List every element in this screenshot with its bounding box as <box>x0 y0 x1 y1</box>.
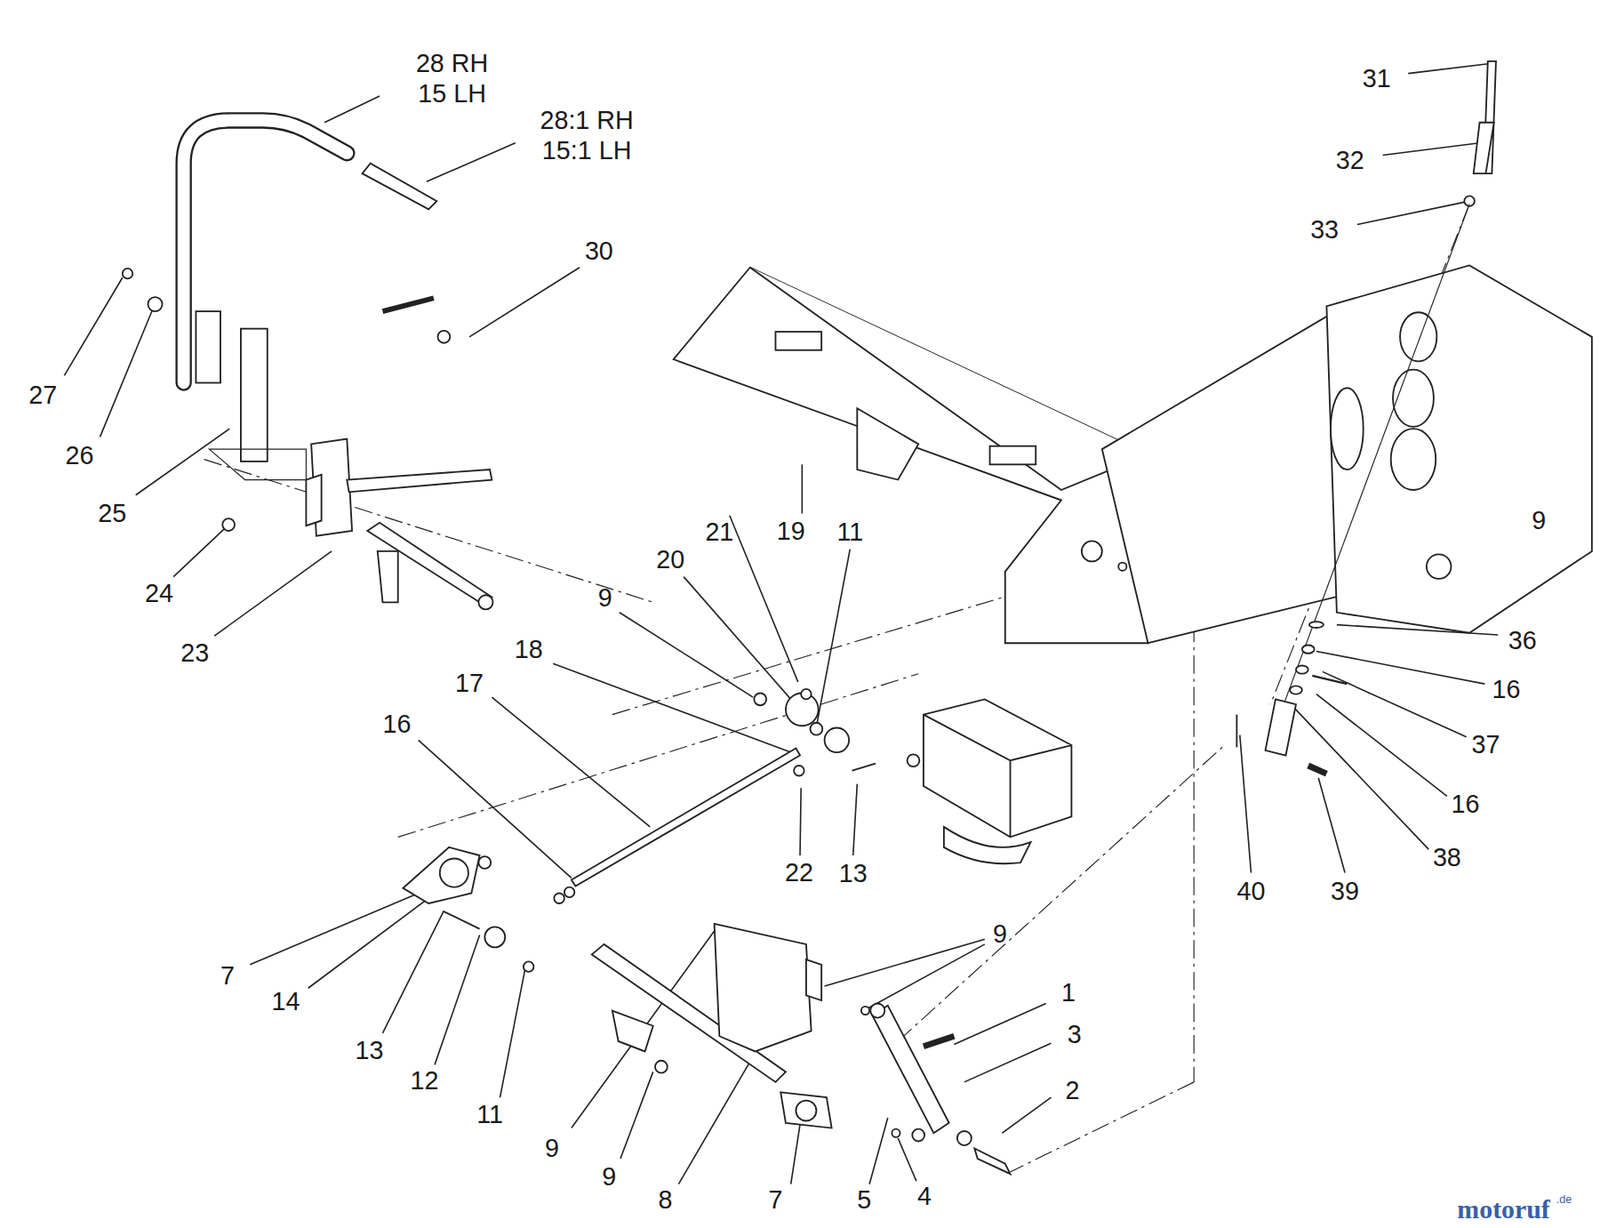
callout-number: 9 <box>598 584 613 611</box>
callout-number: 20 <box>656 546 685 573</box>
callout-number: 14 <box>271 988 300 1015</box>
callout-number: 1 <box>1061 979 1076 1006</box>
callout-number: 3 <box>1067 1021 1082 1048</box>
callout-number: 16 <box>383 711 412 737</box>
callout-number: 19 <box>776 518 806 544</box>
callout-number: 15:1 LH <box>542 136 632 163</box>
callout-number: 9 <box>1531 507 1546 534</box>
adjuster-rod <box>1236 61 1496 774</box>
callout-number: 25 <box>97 500 127 527</box>
callout-number: 33 <box>1310 216 1339 243</box>
callout-number: 2 <box>1065 1077 1080 1104</box>
linkage-parts <box>553 688 876 904</box>
lower-bar <box>402 847 832 1128</box>
callout-number: 37 <box>1472 731 1501 758</box>
callout-number: 28 RH <box>416 50 488 77</box>
callout-number: 26 <box>65 442 95 469</box>
callout-number: 15 LH <box>417 80 487 107</box>
callout-number: 31 <box>1362 65 1392 92</box>
callout-number: 27 <box>28 382 57 408</box>
callout-number: 12 <box>410 1067 440 1094</box>
callout-number: 24 <box>144 580 174 607</box>
frame <box>673 264 1592 643</box>
callout-number: 30 <box>584 238 614 264</box>
callout-number: 23 <box>180 640 209 666</box>
callout-number: 39 <box>1330 878 1360 904</box>
control-handle <box>122 120 438 480</box>
callout-number: 22 <box>784 859 814 886</box>
callout-number: 40 <box>1236 878 1265 904</box>
callout-number: 38 <box>1432 844 1462 871</box>
callout-number: 13 <box>355 1037 384 1064</box>
callout-number: 28:1 RH <box>539 107 633 134</box>
callout-number: 36 <box>1508 626 1537 653</box>
callout-number: 4 <box>917 1183 932 1209</box>
callout-number: 9 <box>544 1135 560 1161</box>
callout-number: 17 <box>455 670 484 696</box>
lever-assembly <box>222 297 493 609</box>
callout-number: 5 <box>856 1186 872 1213</box>
assembly-lines <box>204 204 1471 1172</box>
callout-number: 18 <box>514 636 544 663</box>
callout-number: 16 <box>1491 676 1520 703</box>
leader-lines <box>64 63 1520 1184</box>
watermark: .de <box>1556 1193 1573 1206</box>
watermark: motoruf <box>1456 1195 1550 1223</box>
callout-number: 9 <box>601 1163 616 1190</box>
callout-number: 7 <box>768 1186 783 1213</box>
callout-number: 8 <box>658 1186 673 1213</box>
callout-number: 11 <box>476 1101 504 1128</box>
control-module <box>907 698 1072 864</box>
damper <box>861 1002 1011 1174</box>
callout-number: 11 <box>836 519 864 545</box>
callout-number: 9 <box>992 920 1008 947</box>
callout-number: 21 <box>704 519 734 545</box>
callout-number: 32 <box>1336 147 1365 174</box>
callout-number: 16 <box>1451 791 1480 817</box>
callout-number: 7 <box>220 962 235 989</box>
callout-number: 13 <box>839 860 868 887</box>
